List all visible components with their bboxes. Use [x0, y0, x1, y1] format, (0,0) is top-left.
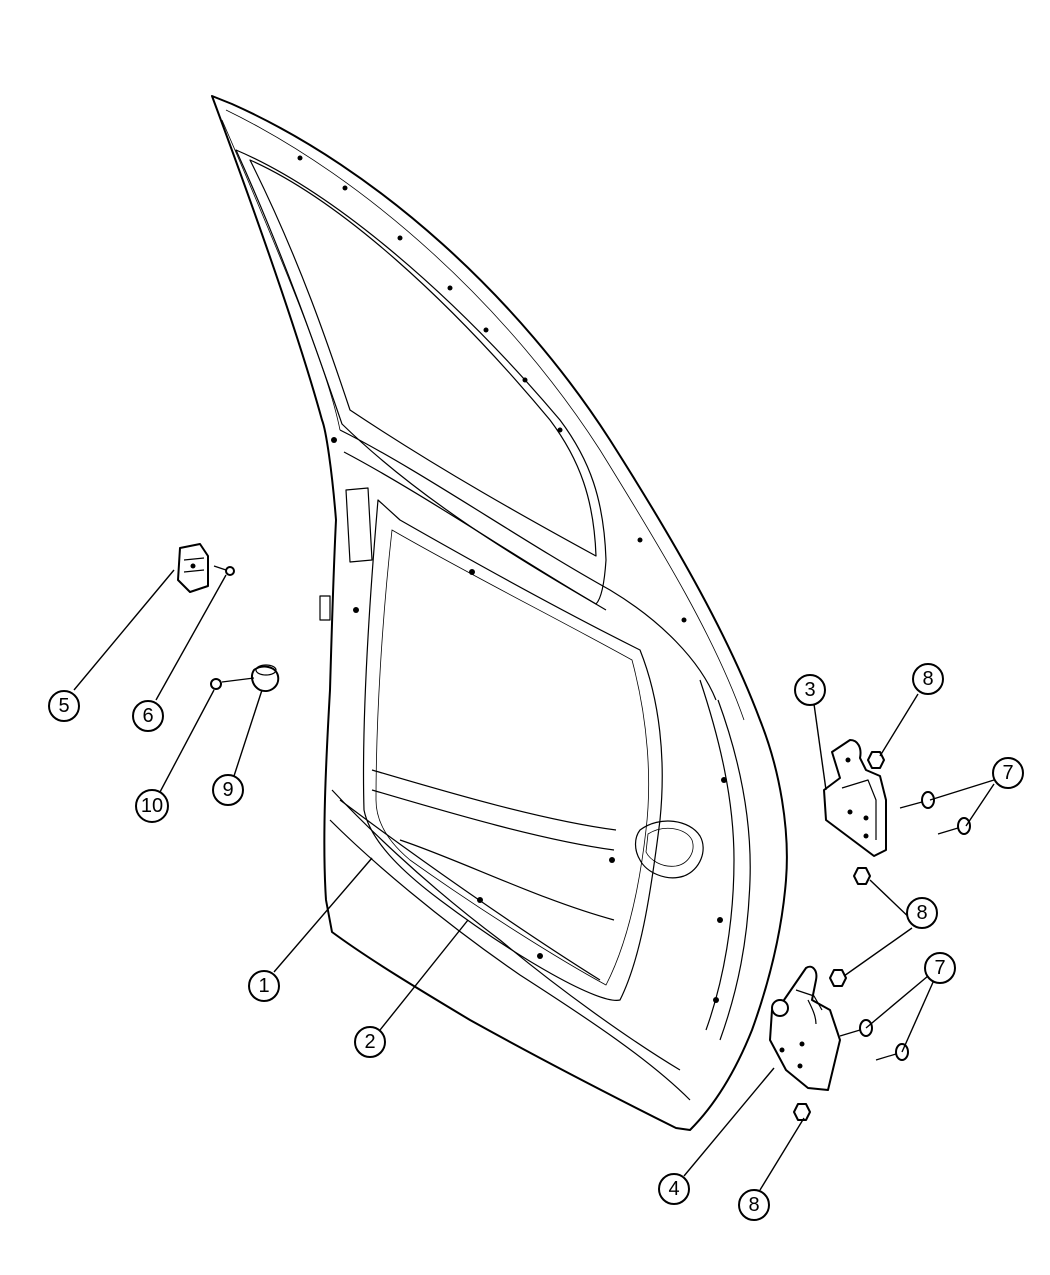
- callout-1: 1: [248, 970, 280, 1002]
- door-shell: [211, 95, 788, 1131]
- hinge-bolt-upper-a: [899, 791, 935, 809]
- callout-1-label: 1: [258, 975, 269, 997]
- lower-hinge: [769, 965, 841, 1091]
- callout-6: 6: [132, 700, 164, 732]
- upper-hinge: [823, 739, 887, 857]
- callout-8-middle: 8: [906, 897, 938, 929]
- callout-8-top: 8: [912, 663, 944, 695]
- door-striker: [177, 543, 209, 593]
- callout-8-bottom: 8: [738, 1189, 770, 1221]
- callout-10-label: 10: [141, 795, 163, 817]
- leader-lines: [73, 569, 995, 1191]
- hinge-nut-bottom: [793, 1103, 811, 1121]
- hinge-bolt-upper-b: [937, 817, 971, 835]
- callout-8-bottom-label: 8: [748, 1194, 759, 1216]
- callout-4: 4: [658, 1173, 690, 1205]
- bumper-screw: [210, 677, 255, 690]
- callout-10: 10: [135, 789, 169, 823]
- callout-3-label: 3: [804, 679, 815, 701]
- callout-7-upper-label: 7: [1002, 762, 1013, 784]
- callout-2: 2: [354, 1026, 386, 1058]
- hinge-bolt-lower-a: [839, 1019, 873, 1037]
- callout-7-upper: 7: [992, 757, 1024, 789]
- callout-6-label: 6: [142, 705, 153, 727]
- callout-7-lower: 7: [924, 952, 956, 984]
- callout-8-top-label: 8: [922, 668, 933, 690]
- hinge-bolt-lower-b: [875, 1043, 909, 1061]
- callout-9-label: 9: [222, 779, 233, 801]
- striker-screw: [213, 565, 235, 576]
- hinge-nut-lower: [829, 969, 847, 987]
- hinge-nut-middle: [853, 867, 871, 885]
- callout-5-label: 5: [58, 695, 69, 717]
- callout-9: 9: [212, 774, 244, 806]
- callout-5: 5: [48, 690, 80, 722]
- callout-2-label: 2: [364, 1031, 375, 1053]
- callout-4-label: 4: [668, 1178, 679, 1200]
- door-lower-seal: [339, 799, 601, 981]
- callout-7-lower-label: 7: [934, 957, 945, 979]
- callout-3: 3: [794, 674, 826, 706]
- door-bumper: [251, 664, 280, 692]
- callout-8-middle-label: 8: [916, 902, 927, 924]
